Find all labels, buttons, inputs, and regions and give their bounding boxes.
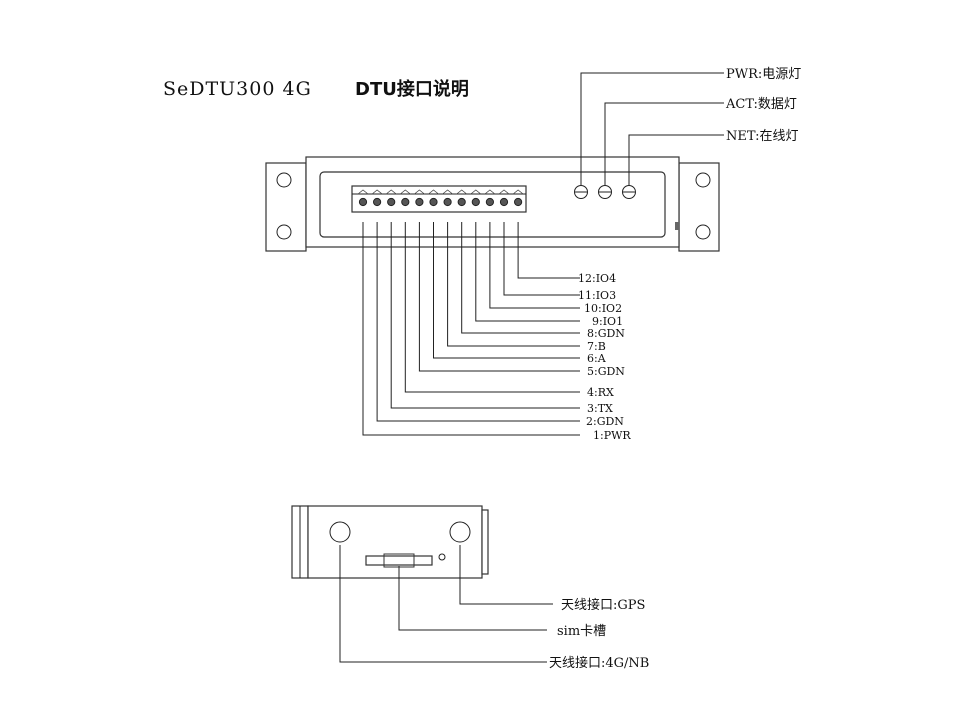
terminal-screws xyxy=(357,189,524,207)
terminal-screw-4 xyxy=(401,197,410,207)
antenna-gps-connector xyxy=(449,521,471,543)
terminal-screw-9 xyxy=(471,197,480,207)
terminal-leader-8 xyxy=(461,222,580,334)
terminal-screw-2 xyxy=(373,197,382,207)
led-callouts: PWR:电源灯 ACT:数据灯 NET:在线灯 xyxy=(580,67,801,185)
terminal-leader-11 xyxy=(503,222,580,296)
terminal-screw-1 xyxy=(358,197,368,207)
terminal-label-1: 1:PWR xyxy=(593,429,631,442)
right-bottom-mount-hole xyxy=(695,224,711,240)
led-leader-2 xyxy=(604,102,724,185)
side-label-1: 天线接口:GPS xyxy=(561,597,645,613)
led-label-3: NET:在线灯 xyxy=(726,129,798,144)
terminal-leader-9 xyxy=(475,222,580,322)
terminal-label-4: 4:RX xyxy=(587,386,614,399)
terminal-label-8: 8:GDN xyxy=(587,327,625,340)
side-button xyxy=(675,222,679,230)
terminal-screw-7 xyxy=(443,197,452,207)
led-label-2: ACT:数据灯 xyxy=(725,97,797,112)
led-indicators xyxy=(574,185,636,199)
terminal-screw-5 xyxy=(415,197,424,207)
side-leader-2 xyxy=(398,566,547,631)
side-leader-1 xyxy=(459,545,553,605)
side-right-edge xyxy=(481,509,489,575)
terminal-label-11: 11:IO3 xyxy=(578,289,616,302)
terminal-leader-12 xyxy=(517,222,580,279)
terminal-screw-12 xyxy=(514,197,523,207)
terminal-block xyxy=(351,185,527,213)
left-bottom-mount-hole xyxy=(276,224,292,240)
terminal-leader-2 xyxy=(376,222,580,422)
side-label-2: sim卡槽 xyxy=(557,624,606,639)
terminal-leader-3 xyxy=(390,222,580,409)
sim-slot xyxy=(365,555,433,566)
antenna-4g-connector xyxy=(329,521,351,543)
terminal-leader-4 xyxy=(404,222,580,393)
side-leader-3 xyxy=(339,545,547,663)
terminal-label-10: 10:IO2 xyxy=(584,302,622,315)
title-subtitle: DTU接口说明 xyxy=(355,78,469,100)
terminal-callouts: 1:PWR2:GDN3:TX4:RX5:GDN6:A7:B8:GDN9:IO11… xyxy=(362,222,631,442)
right-top-mount-hole xyxy=(695,172,711,188)
terminal-leader-10 xyxy=(489,222,580,309)
terminal-label-7: 7:B xyxy=(587,340,606,353)
terminal-label-3: 3:TX xyxy=(587,402,613,415)
led-label-1: PWR:电源灯 xyxy=(726,67,801,82)
terminal-screw-11 xyxy=(499,197,509,207)
reset-hole xyxy=(438,553,446,561)
led-leader-1 xyxy=(580,72,724,185)
side-label-3: 天线接口:4G/NB xyxy=(549,655,649,671)
terminal-leader-1 xyxy=(362,222,580,436)
terminal-leader-7 xyxy=(447,222,580,347)
terminal-screw-3 xyxy=(387,197,396,207)
terminal-label-9: 9:IO1 xyxy=(592,315,623,328)
terminal-label-5: 5:GDN xyxy=(587,365,625,378)
terminal-leader-6 xyxy=(433,222,580,359)
left-top-mount-hole xyxy=(276,172,292,188)
device-side-view xyxy=(291,505,489,579)
terminal-label-12: 12:IO4 xyxy=(578,272,616,285)
title-model: SeDTU300 4G xyxy=(163,78,312,100)
device-front-view xyxy=(265,156,720,252)
led-leader-3 xyxy=(628,134,724,185)
terminal-label-6: 6:A xyxy=(587,352,607,365)
left-flange xyxy=(265,162,307,252)
terminal-leader-5 xyxy=(418,222,580,372)
terminal-screw-6 xyxy=(429,197,438,207)
side-panel xyxy=(307,505,483,579)
terminal-label-2: 2:GDN xyxy=(586,415,624,428)
right-flange xyxy=(678,162,720,252)
terminal-screw-10 xyxy=(485,197,494,207)
terminal-screw-8 xyxy=(457,197,466,207)
